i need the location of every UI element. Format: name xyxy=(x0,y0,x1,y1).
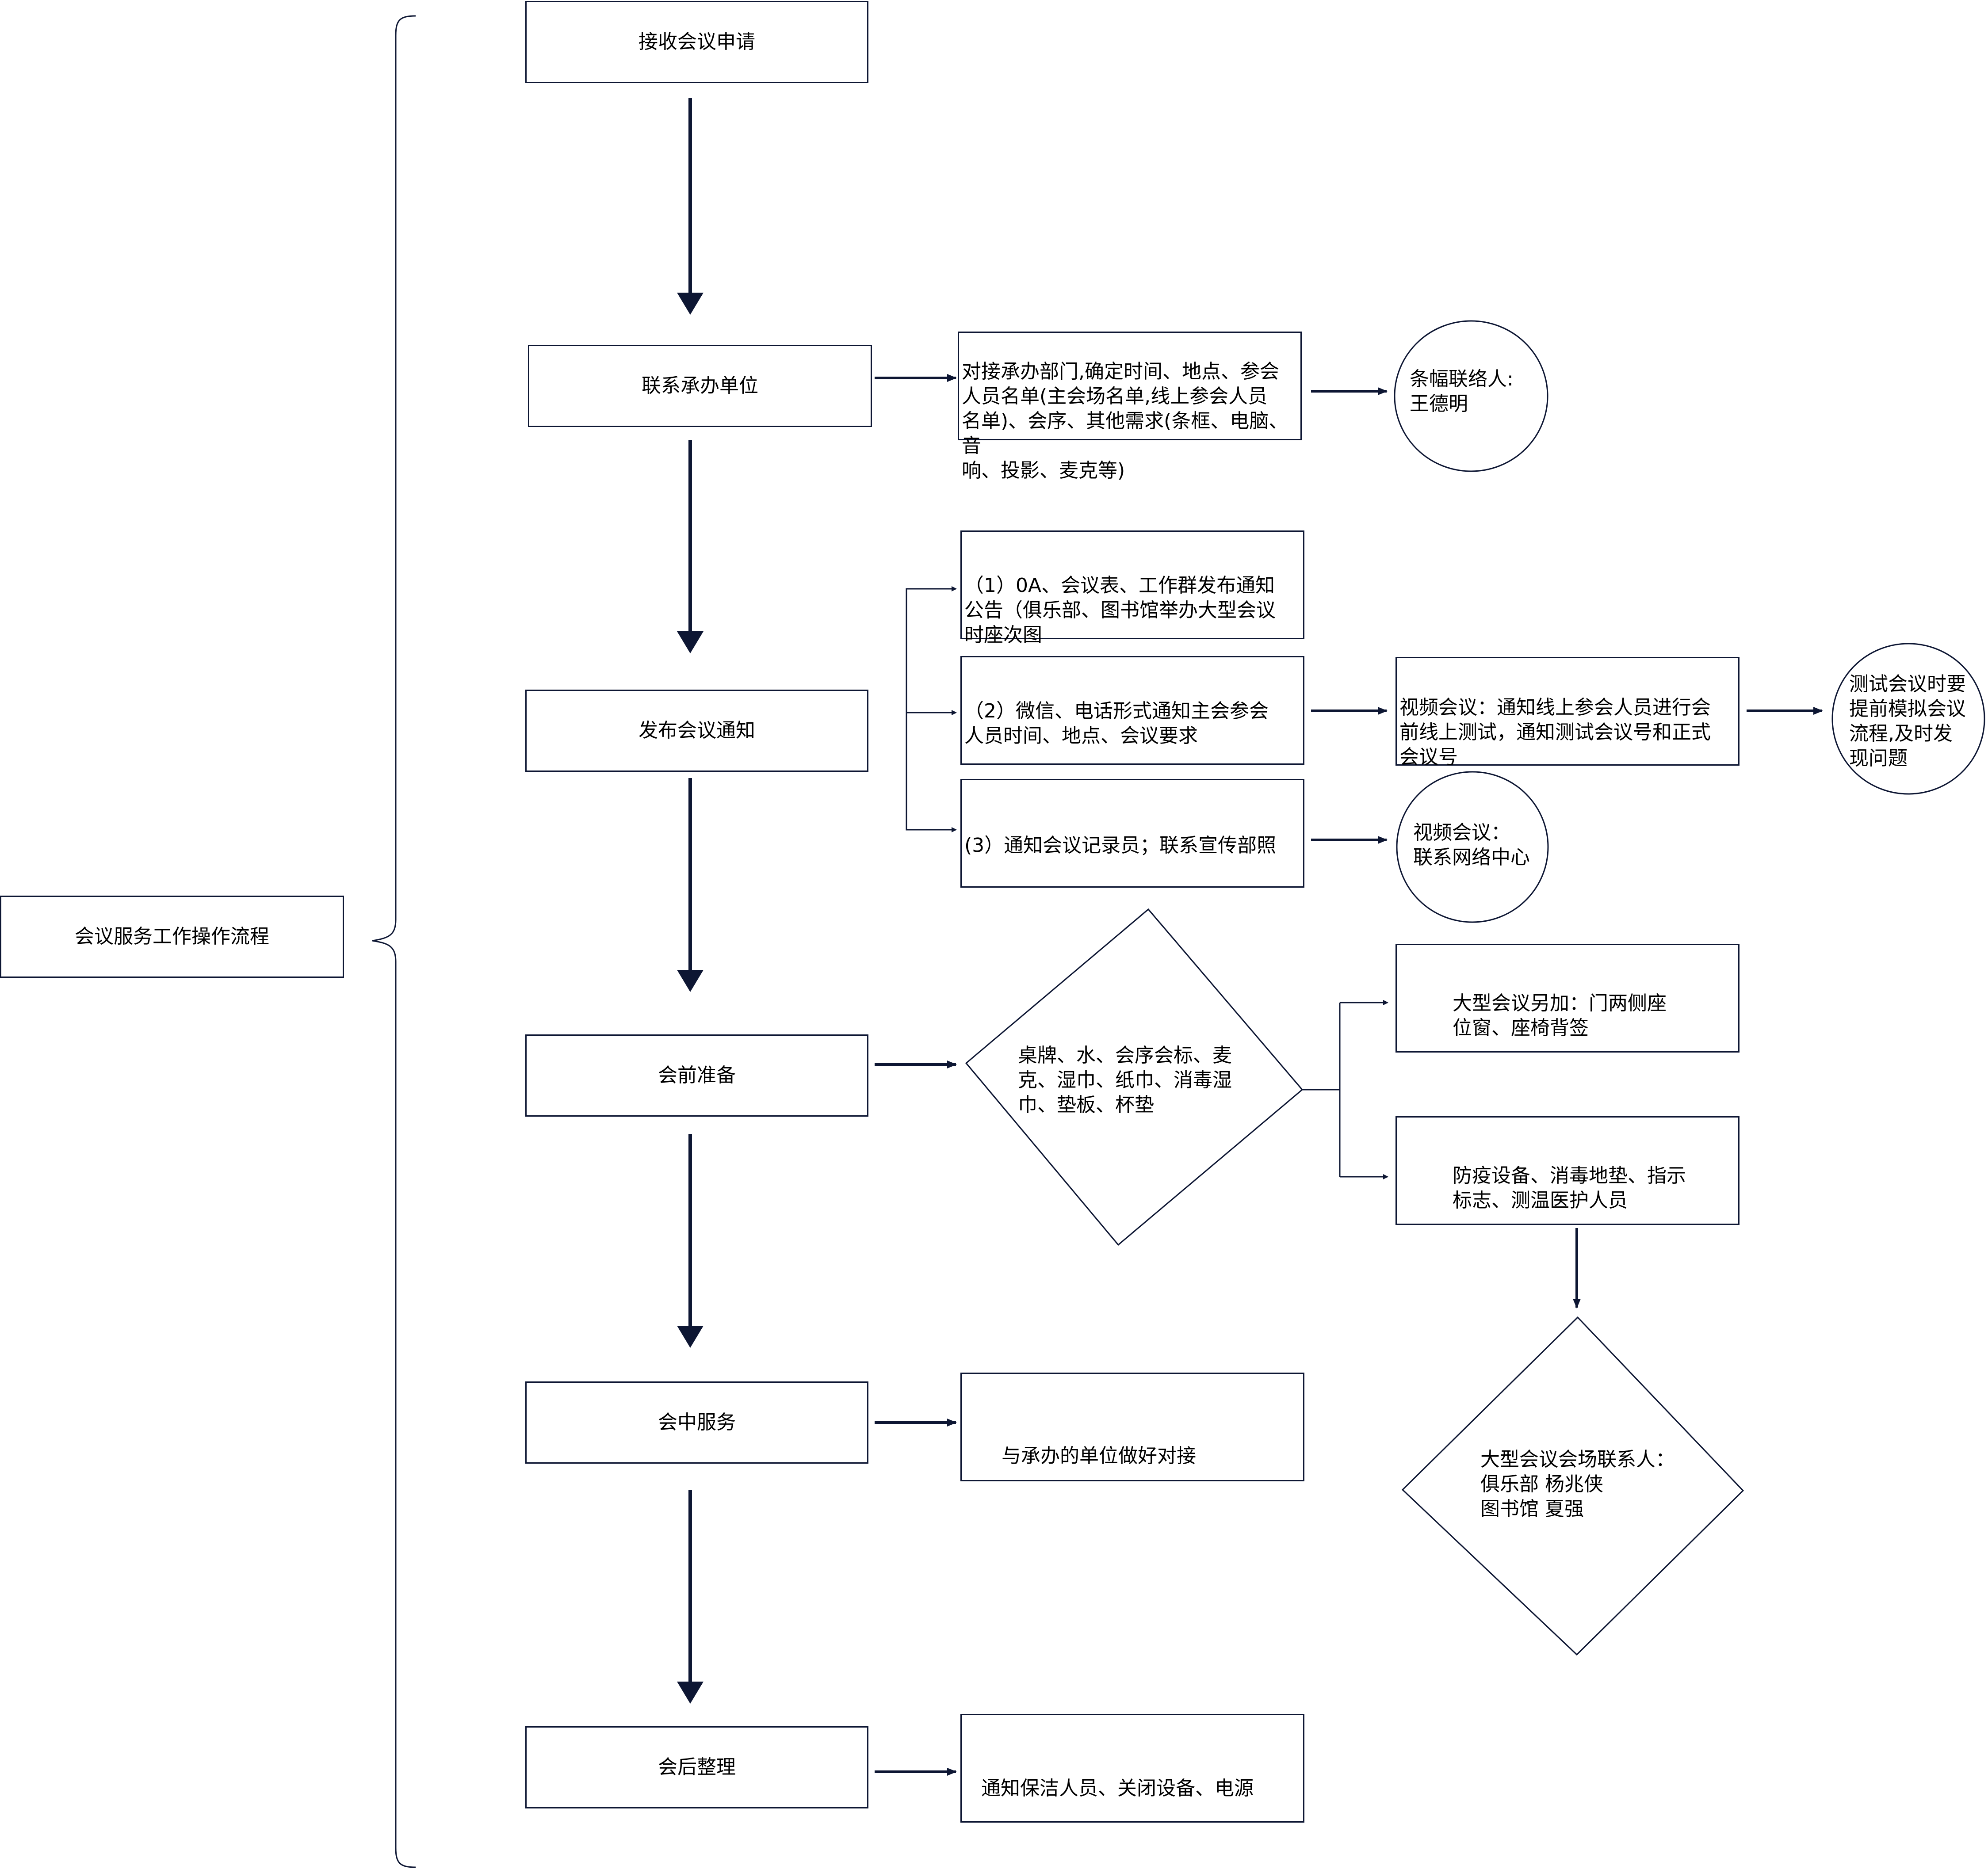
simulate-text: 测试会议时要 提前模拟会议 流程,及时发 现问题 xyxy=(1849,673,1966,770)
step-during-label: 会中服务 xyxy=(658,1411,736,1434)
title-box: 会议服务工作操作流程 xyxy=(0,896,344,978)
step-prep-label: 会前准备 xyxy=(658,1064,736,1087)
after-detail-box: 通知保洁人员、关闭设备、电源 xyxy=(960,1714,1304,1823)
step-contact: 联系承办单位 xyxy=(528,345,872,427)
notice-bracket xyxy=(906,588,955,831)
banner-circle xyxy=(1394,320,1548,472)
video-net-text: 视频会议： 联系网络中心 xyxy=(1413,821,1530,869)
prep-items-text: 桌牌、水、会序会标、麦 克、湿巾、纸巾、消毒湿 巾、垫板、杯垫 xyxy=(1018,1044,1232,1116)
step-prep: 会前准备 xyxy=(525,1034,868,1117)
prep-items-diamond xyxy=(965,908,1304,1246)
curly-brace xyxy=(372,15,416,1868)
video-test-box: 视频会议：通知线上参会人员进行会 前线上测试，通知测试会议号和正式 会议号 xyxy=(1395,657,1740,768)
title-label: 会议服务工作操作流程 xyxy=(75,925,269,948)
venue-contact-text: 大型会议会场联系人： 俱乐部 杨兆侠 图书馆 夏强 xyxy=(1480,1448,1675,1520)
step-contact-label: 联系承办单位 xyxy=(642,374,758,397)
prep-bracket xyxy=(1301,1003,1341,1177)
step-notice: 发布会议通知 xyxy=(525,690,868,772)
contact-detail-text: 对接承办部门,确定时间、地点、参会 人员名单(主会场名单,线上参会人员 名单)、… xyxy=(962,360,1288,482)
after-detail-text: 通知保洁人员、关闭设备、电源 xyxy=(981,1777,1254,1800)
video-test-text: 视频会议：通知线上参会人员进行会 前线上测试，通知测试会议号和正式 会议号 xyxy=(1399,696,1711,768)
large-meeting-text: 大型会议另加：门两侧座 位窗、座椅背签 xyxy=(1453,992,1667,1039)
during-detail-box: 与承办的单位做好对接 xyxy=(960,1373,1304,1481)
during-detail-text: 与承办的单位做好对接 xyxy=(1002,1445,1196,1467)
large-meeting-box: 大型会议另加：门两侧座 位窗、座椅背签 xyxy=(1395,944,1740,1053)
simulate-circle xyxy=(1831,643,1985,795)
step-receive-label: 接收会议申请 xyxy=(638,31,755,53)
video-net-circle xyxy=(1396,771,1549,923)
notice-item-1-text: （1）0A、会议表、工作群发布通知 公告（俱乐部、图书馆举办大型会议 时座次图 xyxy=(964,574,1276,646)
notice-item-2: （2）微信、电话形式通知主会参会 人员时间、地点、会议要求 xyxy=(960,656,1304,765)
notice-item-3-text: (3）通知会议记录员；联系宣传部照 xyxy=(964,834,1277,857)
epidemic-box: 防疫设备、消毒地垫、指示 标志、测温医护人员 xyxy=(1395,1116,1740,1225)
step-after-label: 会后整理 xyxy=(658,1756,736,1778)
step-after: 会后整理 xyxy=(525,1726,868,1808)
notice-item-2-text: （2）微信、电话形式通知主会参会 人员时间、地点、会议要求 xyxy=(964,700,1269,747)
banner-contact-text: 条幅联络人: 王德明 xyxy=(1410,368,1514,415)
contact-detail-box: 对接承办部门,确定时间、地点、参会 人员名单(主会场名单,线上参会人员 名单)、… xyxy=(958,332,1302,482)
venue-contact-diamond xyxy=(1401,1316,1744,1656)
step-notice-label: 发布会议通知 xyxy=(638,719,755,742)
notice-item-1: （1）0A、会议表、工作群发布通知 公告（俱乐部、图书馆举办大型会议 时座次图 xyxy=(960,530,1304,646)
step-during: 会中服务 xyxy=(525,1381,868,1464)
step-receive: 接收会议申请 xyxy=(525,1,868,83)
notice-item-3: (3）通知会议记录员；联系宣传部照 xyxy=(960,779,1304,888)
epidemic-text: 防疫设备、消毒地垫、指示 标志、测温医护人员 xyxy=(1453,1164,1686,1212)
